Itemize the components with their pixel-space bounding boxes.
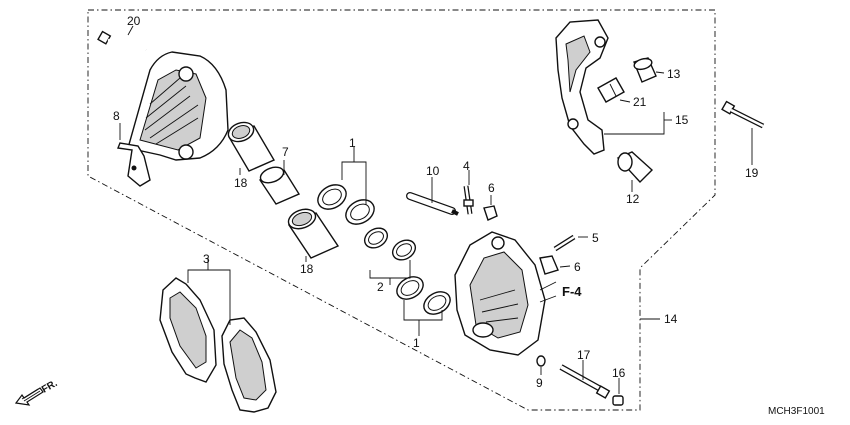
- drawing-code: MCH3F1001: [768, 406, 825, 417]
- part-10-pin: [406, 192, 459, 216]
- caliper-body-inner: [454, 231, 546, 356]
- part-3-pad-a: [159, 277, 217, 383]
- figure-reference-label: F-4: [562, 284, 582, 299]
- part-18-piston-upper: [227, 121, 276, 172]
- part-9-washer: [536, 355, 546, 367]
- part-2-seal-a: [363, 227, 389, 249]
- callout-1-lower: 1: [413, 336, 420, 350]
- callout-5: 5: [592, 231, 599, 245]
- part-1-seal-lower-b: [423, 291, 451, 315]
- part-1-seal-upper-b: [345, 199, 375, 225]
- caliper-body-outer: [127, 51, 229, 161]
- callout-3: 3: [203, 252, 210, 266]
- callout-13: 13: [667, 67, 681, 81]
- part-1-seal-lower-a: [396, 276, 424, 300]
- callout-20: 20: [127, 14, 141, 28]
- part-6-cap-lower: [539, 255, 559, 275]
- part-4-bleeder: [463, 185, 474, 215]
- callout-10: 10: [426, 164, 440, 178]
- part-6-cap-upper: [483, 195, 498, 221]
- callout-6-lower: 6: [574, 260, 581, 274]
- callout-18-lower: 18: [300, 262, 314, 276]
- part-1-seal-upper-a: [317, 184, 347, 210]
- part-19-bolt: [721, 100, 765, 129]
- callout-15: 15: [675, 113, 689, 127]
- part-3-pad-b: [221, 317, 277, 413]
- part-12-bolt: [616, 151, 654, 184]
- callout-16: 16: [612, 366, 626, 380]
- leader-lines: [127, 25, 753, 394]
- callout-21: 21: [633, 95, 647, 109]
- callout-14: 14: [664, 312, 678, 326]
- front-direction-label: FR.: [40, 378, 60, 396]
- callout-9: 9: [536, 376, 543, 390]
- callout-8: 8: [113, 109, 120, 123]
- callout-19: 19: [745, 166, 759, 180]
- part-8-pad-spring: [117, 123, 151, 187]
- part-15-bracket: [555, 19, 609, 155]
- part-7-piston-small: [258, 166, 301, 205]
- part-20-bolt: [97, 30, 147, 52]
- part-5-bleeder: [553, 234, 576, 252]
- part-21-clip: [597, 77, 625, 103]
- part-2-seal-b: [391, 239, 417, 261]
- callout-18-upper: 18: [234, 176, 248, 190]
- assembly-boundary: [87, 9, 716, 411]
- callout-1-upper: 1: [349, 136, 356, 150]
- part-16-plug: [612, 395, 624, 406]
- callout-6-upper: 6: [488, 181, 495, 195]
- callout-17: 17: [577, 348, 591, 362]
- front-direction-arrow: [14, 387, 44, 406]
- part-18-piston-lower: [287, 208, 340, 259]
- callout-2: 2: [377, 280, 384, 294]
- callout-4: 4: [463, 159, 470, 173]
- part-17-pin: [559, 364, 611, 399]
- callout-7: 7: [282, 145, 289, 159]
- part-13-boot: [633, 57, 657, 83]
- callout-12: 12: [626, 192, 640, 206]
